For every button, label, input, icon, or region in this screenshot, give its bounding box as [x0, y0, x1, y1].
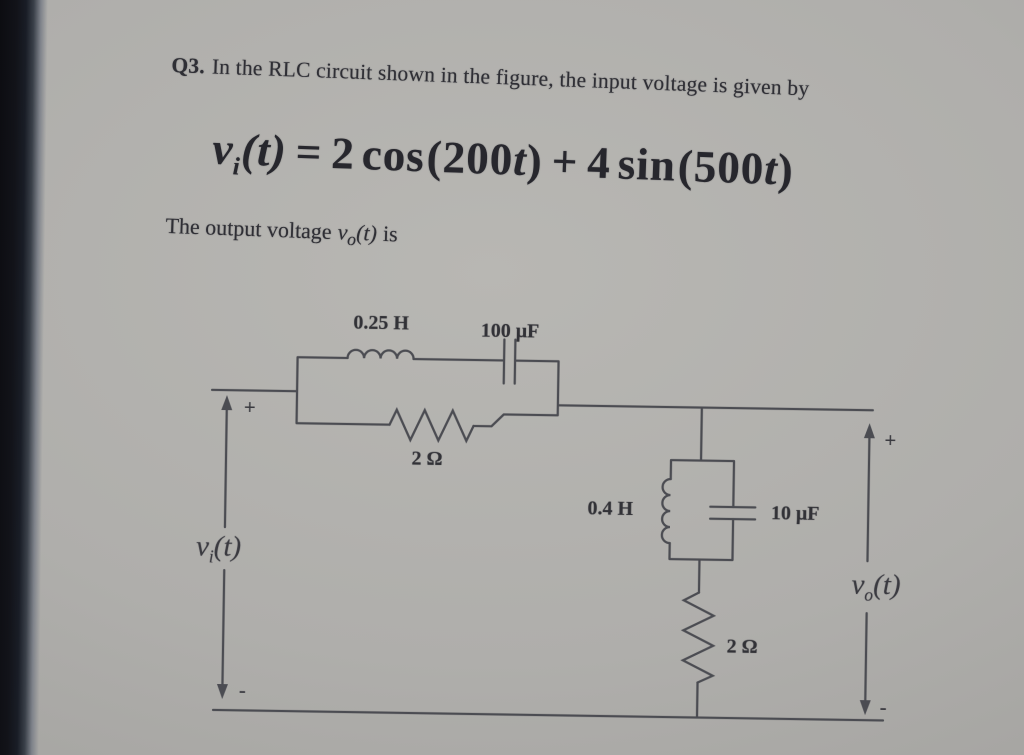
vin-arrowhead-down [216, 683, 228, 700]
output-resistor-symbol [680, 591, 717, 684]
series-inductor-label: 0.25 H [353, 311, 410, 335]
vin-args: (t) [213, 530, 242, 563]
vin-arrow-shafts [221, 401, 229, 693]
parallel-resistor-label: 2 Ω [411, 447, 443, 471]
vout-args: (t) [872, 568, 901, 602]
vin-plus-sign: + [243, 394, 256, 420]
vout-arrow-shafts [864, 430, 871, 709]
vout-minus-sign: - [879, 694, 887, 720]
series-capacitor-symbol [502, 338, 517, 385]
shunt-capacitor-label: 10 μF [770, 502, 820, 525]
vin-arrowhead-up [221, 395, 233, 411]
vin-var: v [195, 530, 210, 563]
output-resistor-label: 2 Ω [726, 635, 758, 658]
vout-arrowhead-up [863, 423, 875, 439]
shunt-inductor-label: 0.4 H [587, 497, 634, 521]
vout-subscript: o [864, 584, 874, 605]
vin-label: vi(t) [196, 530, 242, 568]
vout-arrowhead-down [859, 700, 871, 716]
parallel-resistor-symbol [388, 407, 475, 444]
series-capacitor-label: 100 μF [480, 319, 540, 343]
shunt-inductor-symbol [660, 477, 672, 545]
circuit-wires [210, 356, 885, 722]
shunt-capacitor-symbol [708, 505, 757, 521]
vin-minus-sign: - [238, 677, 247, 702]
vout-var: v [851, 568, 865, 601]
series-inductor-symbol [346, 348, 415, 361]
vout-plus-sign: + [884, 427, 897, 453]
vout-label: vo(t) [851, 568, 901, 607]
